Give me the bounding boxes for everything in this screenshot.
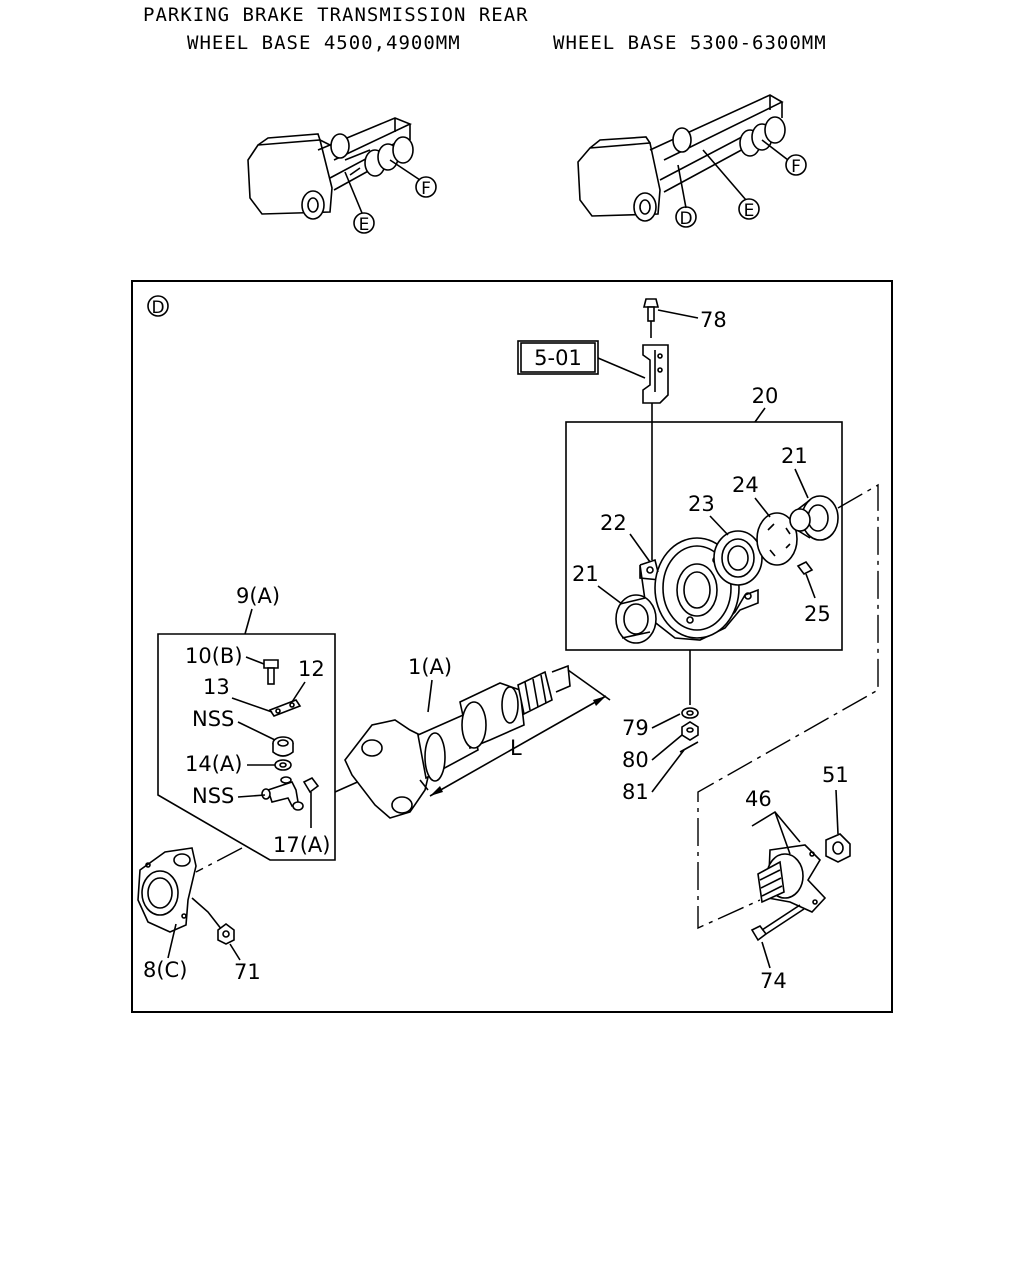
leader-74 <box>761 941 771 969</box>
callout-22: 22 <box>600 511 627 535</box>
view-label-d: D <box>147 295 169 318</box>
leader-80 <box>651 734 683 761</box>
svg-text:E: E <box>744 201 755 221</box>
part-bolt-10 <box>263 659 279 685</box>
callout-circle-f-right: F <box>785 154 807 177</box>
callout-circle-d-right: D <box>675 206 697 229</box>
leader-20 <box>754 407 766 423</box>
leader-22 <box>629 533 651 563</box>
ref-box-5-01 <box>520 342 596 373</box>
leader-21-right <box>794 468 809 499</box>
group-box-20 <box>565 421 843 651</box>
callout-13: 13 <box>203 675 230 699</box>
leader-nss-2 <box>237 794 266 798</box>
callout-25: 25 <box>804 602 831 626</box>
ref-leader <box>597 357 646 379</box>
leader-9 <box>244 608 253 635</box>
dimension-label-l: L <box>510 736 522 760</box>
truck-view-right <box>577 94 789 222</box>
callout-circle-e-right: E <box>738 198 760 221</box>
part-spider-nss <box>261 776 304 811</box>
diagram-title: PARKING BRAKE TRANSMISSION REAR <box>143 4 529 26</box>
callout-71: 71 <box>234 960 261 984</box>
part-bearing-23 <box>713 530 763 586</box>
callout-10: 10(B) <box>185 644 243 668</box>
callout-80: 80 <box>622 748 649 772</box>
callout-17: 17(A) <box>273 833 330 857</box>
callout-nss-1: NSS <box>192 707 234 731</box>
svg-text:E: E <box>359 215 370 235</box>
svg-text:F: F <box>791 157 801 177</box>
leader-24 <box>754 497 771 518</box>
svg-text:D: D <box>679 209 692 229</box>
callout-14: 14(A) <box>185 752 242 776</box>
part-nut-71 <box>217 923 235 945</box>
part-nut-80 <box>681 721 699 741</box>
detail-frame <box>131 280 893 1013</box>
part-grease-fitting-17 <box>302 776 320 828</box>
callout-12: 12 <box>298 657 325 681</box>
callout-81: 81 <box>622 780 649 804</box>
part-nut-51 <box>825 833 851 863</box>
callout-23: 23 <box>688 492 715 516</box>
callout-21-left: 21 <box>572 562 599 586</box>
leader-71 <box>229 943 241 961</box>
truck-view-left <box>247 117 421 220</box>
part-propeller-shaft-1 <box>344 664 571 819</box>
variant-left-label: WHEEL BASE 4500,4900MM <box>187 32 461 54</box>
ref-box-5-01-label: 5-01 <box>534 346 582 370</box>
callout-1: 1(A) <box>408 655 452 679</box>
leader-12 <box>291 681 306 703</box>
part-bolt-78 <box>642 298 699 338</box>
leader-nss-1 <box>237 721 276 741</box>
callout-21-right: 21 <box>781 444 808 468</box>
part-bolt-74 <box>750 904 805 942</box>
leader-23 <box>709 515 729 536</box>
leader-13 <box>231 697 273 713</box>
part-grease-nipple-25 <box>796 560 816 599</box>
assembly-line-8-71 <box>191 897 223 931</box>
svg-text:F: F <box>421 179 431 199</box>
callout-20: 20 <box>752 384 779 408</box>
leader-8 <box>167 923 177 959</box>
part-seal-24 <box>756 512 798 566</box>
callout-46: 46 <box>745 787 772 811</box>
ref-box-5-01-outer <box>517 340 599 375</box>
part-dust-seal-21-right <box>789 495 839 541</box>
part-washer-79 <box>681 707 699 719</box>
part-washer-14 <box>274 759 292 771</box>
leader-51 <box>835 789 839 835</box>
callout-nss-2: NSS <box>192 784 234 808</box>
group-box-9 <box>157 633 336 861</box>
part-dust-seal-21-left <box>615 594 657 644</box>
part-bracket-5-01 <box>642 344 669 560</box>
callout-circle-e-left: E <box>353 212 375 235</box>
callout-78: 78 <box>700 308 727 332</box>
leader-46 <box>751 810 801 855</box>
assembly-line-9-to-8 <box>195 847 243 873</box>
callout-79: 79 <box>622 716 649 740</box>
leader-79 <box>651 713 681 729</box>
svg-text:D: D <box>151 298 164 318</box>
callout-74: 74 <box>760 969 787 993</box>
leader-21-left <box>597 585 623 605</box>
assembly-line-right <box>697 483 879 930</box>
callout-51: 51 <box>822 763 849 787</box>
part-lock-plate-12 <box>268 699 302 717</box>
part-bushing-nss <box>272 736 294 757</box>
leader-1 <box>427 679 433 713</box>
part-flange-yoke-8 <box>137 847 197 933</box>
callout-24: 24 <box>732 473 759 497</box>
part-companion-flange-46 <box>757 844 827 913</box>
callout-8: 8(C) <box>143 958 187 982</box>
callout-circle-f-left: F <box>415 176 437 199</box>
callout-9: 9(A) <box>236 584 280 608</box>
leader-81 <box>651 749 685 793</box>
leader-10 <box>245 656 265 665</box>
dimension-line-l <box>419 669 611 797</box>
variant-right-label: WHEEL BASE 5300-6300MM <box>553 32 827 54</box>
